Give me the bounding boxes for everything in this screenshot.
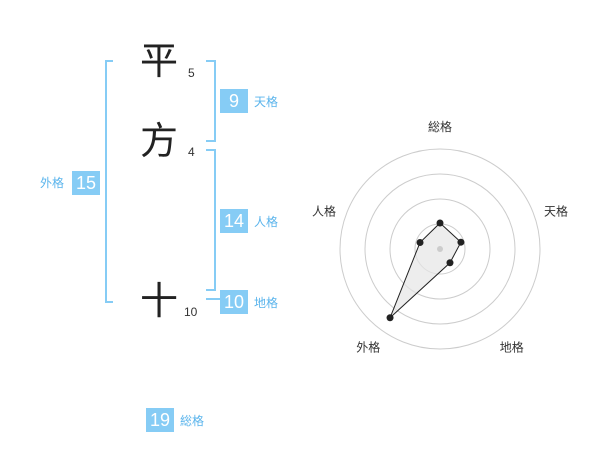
radar-ring-2 — [389, 198, 491, 300]
radar-point-4 — [386, 314, 394, 322]
jinkaku-value: 14 — [220, 209, 248, 233]
chikaku-connector — [206, 298, 220, 300]
soukaku-label: 総格 — [180, 414, 205, 428]
gaikaku-label: 外格 — [40, 176, 65, 190]
name-char-1: 平 — [140, 39, 179, 83]
radar-axis-label-1: 総格 — [428, 119, 452, 134]
stroke-count-2: 4 — [188, 145, 195, 159]
radar-axis-label-2: 天格 — [544, 203, 568, 218]
radar-axis-label-4: 外格 — [356, 340, 380, 355]
name-char-3: 十 — [140, 279, 179, 323]
chikaku-label: 地格 — [254, 296, 279, 310]
gaikaku-bracket — [105, 60, 113, 303]
radar-point-5 — [416, 239, 424, 247]
tenkaku-value: 9 — [220, 89, 248, 113]
radar-point-1 — [436, 219, 444, 227]
radar-ring-3 — [364, 173, 516, 325]
radar-point-3 — [446, 259, 454, 267]
jinkaku-label: 人格 — [254, 215, 279, 229]
radar-axis-label-3: 地格 — [500, 340, 524, 355]
stroke-count-1: 5 — [188, 66, 195, 80]
radar-axis-label-5: 人格 — [312, 203, 336, 218]
radar-ring-4 — [339, 148, 541, 350]
soukaku-value: 19 — [146, 408, 174, 432]
name-char-2: 方 — [140, 119, 179, 163]
stroke-count-3: 10 — [184, 305, 198, 319]
chikaku-value: 10 — [220, 290, 248, 314]
radar-point-2 — [457, 238, 465, 246]
radar-polygon — [389, 222, 462, 319]
gaikaku-value: 15 — [72, 171, 100, 195]
radar-center-dot — [437, 246, 443, 252]
tenkaku-bracket — [206, 60, 216, 142]
tenkaku-label: 天格 — [254, 95, 279, 109]
jinkaku-bracket — [206, 149, 216, 291]
